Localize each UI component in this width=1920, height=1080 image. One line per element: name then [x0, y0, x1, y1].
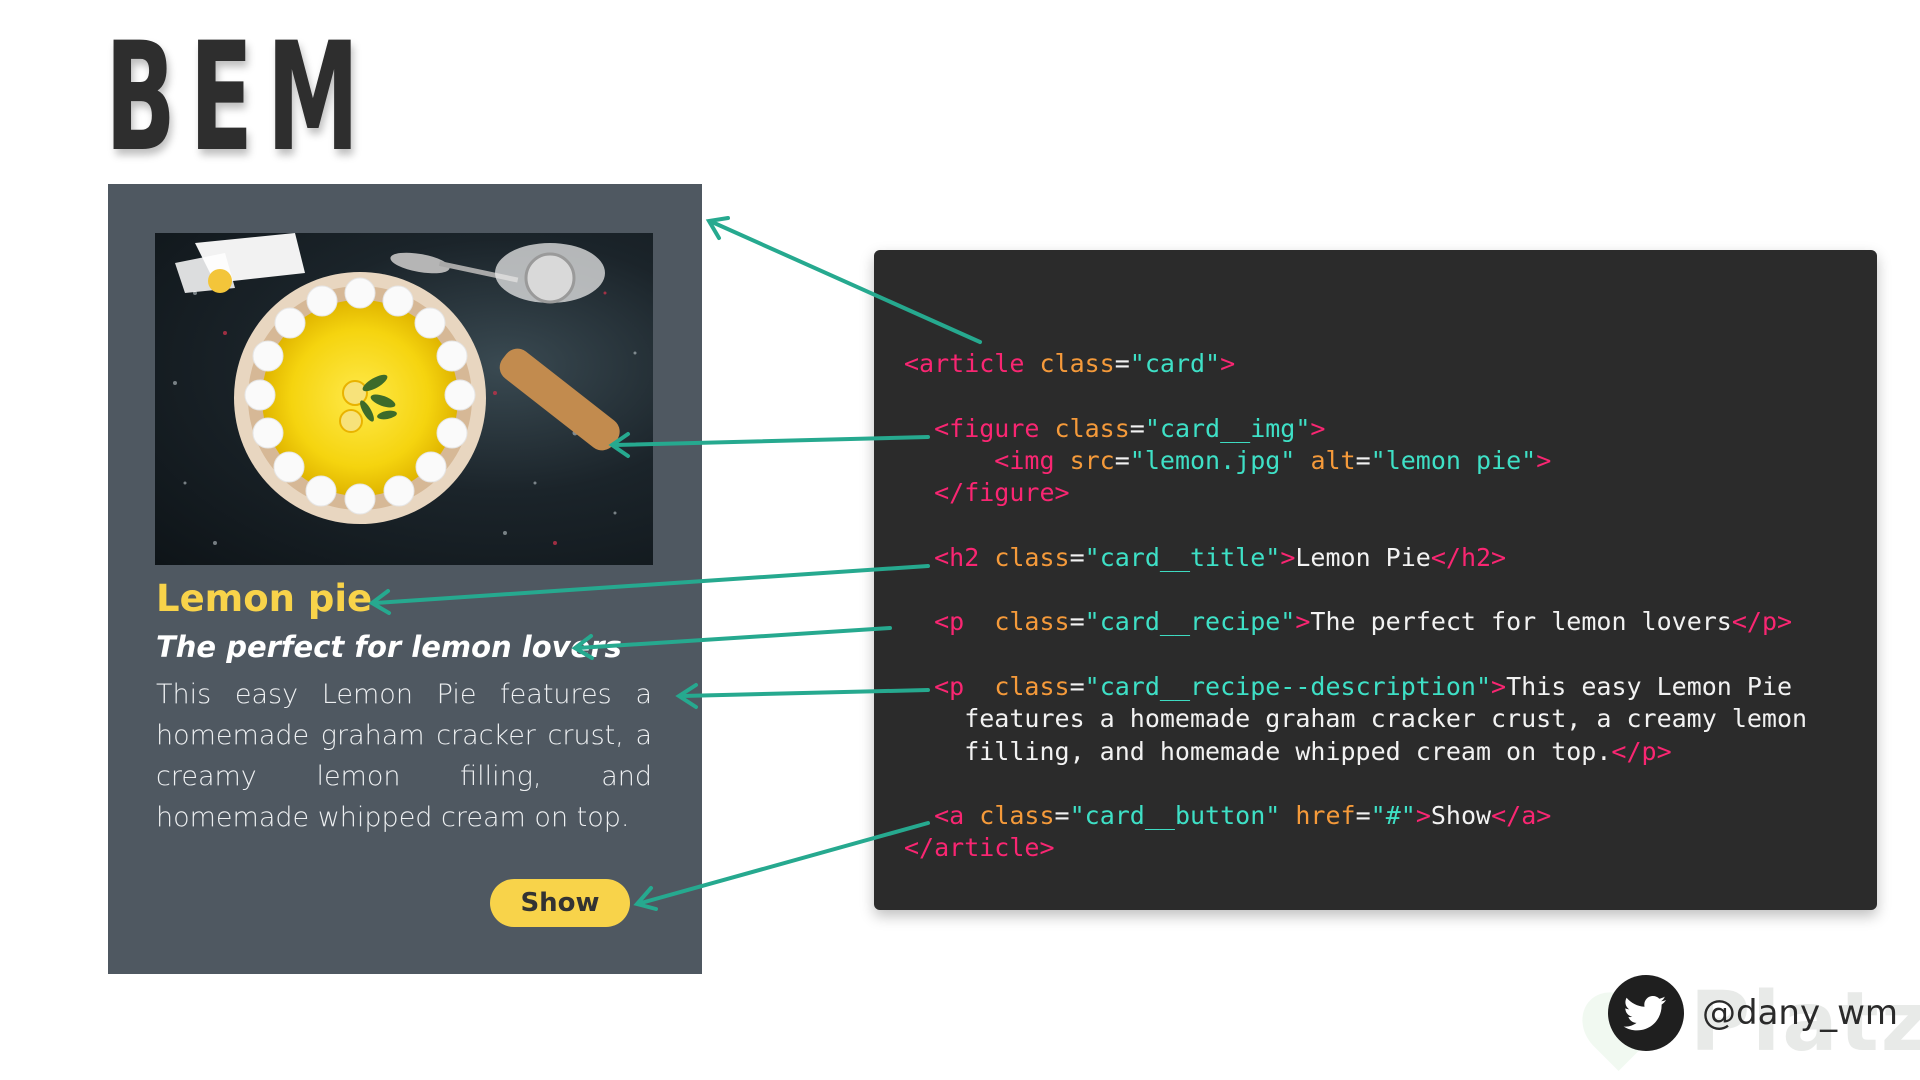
card-recipe-description: This easy Lemon Pie features a homemade … [156, 679, 652, 833]
code-token: > [1295, 607, 1311, 637]
code-token: = [1069, 607, 1085, 637]
code-token: > [1220, 349, 1236, 378]
code-token: class [1039, 349, 1115, 378]
code-token: = [1069, 542, 1085, 572]
slide-title: BEM [105, 11, 373, 185]
lemon-pie-photo [173, 233, 637, 545]
code-token: <article [904, 349, 1040, 378]
code-token: class [994, 607, 1070, 637]
code-token: "card__recipe" [1084, 607, 1296, 637]
code-token: = [1114, 445, 1130, 475]
code-token: > [1415, 801, 1431, 831]
code-token: Lemon Pie [1295, 542, 1431, 572]
card-recipe: The perfect for lemon lovers [156, 630, 622, 664]
show-button[interactable]: Show [490, 879, 630, 927]
code-token [1295, 446, 1310, 475]
code-token: </p> [1731, 607, 1793, 637]
code-token: "lemon pie" [1370, 445, 1537, 475]
code-token: = [1069, 671, 1085, 701]
code-line: filling, and homemade whipped cream on t… [904, 736, 1672, 766]
code-token: "#" [1370, 801, 1416, 831]
code-token: = [1054, 801, 1070, 831]
code-line: </figure> [904, 478, 1070, 508]
code-line: </article> [904, 833, 1055, 862]
twitter-handle: @dany_wm [1702, 993, 1899, 1033]
platzi-watermark: Platzi [1690, 975, 1920, 1070]
code-panel: <article class="card"> <figure class="ca… [874, 250, 1877, 910]
code-token: = [1355, 801, 1371, 831]
code-line: features a homemade graham cracker crust… [904, 704, 1807, 733]
code-token: "card__recipe--description" [1084, 671, 1492, 701]
code-token: <p [904, 671, 995, 701]
card-image [155, 233, 653, 565]
code-token: <img [904, 445, 1070, 475]
code-line: <p class="card__recipe--description">Thi… [904, 672, 1792, 701]
code-token: "card__button" [1069, 801, 1281, 831]
arrowhead-article [705, 216, 730, 240]
code-token: class [994, 542, 1070, 572]
code-token: </a> [1491, 801, 1552, 831]
code-token: This easy Lemon Pie [1506, 671, 1793, 701]
code-token: = [1114, 349, 1130, 378]
code-token: > [1310, 413, 1326, 443]
code-token: = [1355, 445, 1371, 475]
code-token: <figure [904, 413, 1055, 443]
code-token: features a homemade graham cracker crust… [904, 704, 1808, 734]
card-title: Lemon pie [156, 577, 373, 620]
code-line: <article class="card"> [904, 349, 1235, 378]
code-token: "card__title" [1084, 542, 1281, 572]
code-line: <a class="card__button" href="#">Show</a… [904, 801, 1551, 830]
code-token: filling, and homemade whipped cream on t… [904, 736, 1612, 766]
code-token: </article> [904, 833, 1055, 863]
code-token: href [1295, 801, 1356, 831]
code-line: <h2 class="card__title">Lemon Pie</h2> [904, 543, 1506, 572]
code-token: The perfect for lemon lovers [1310, 607, 1732, 637]
code-token: Show [1430, 801, 1492, 831]
code-token: </figure> [904, 478, 1070, 508]
code-line: <figure class="card__img"> [904, 414, 1325, 443]
code-token: </h2> [1430, 542, 1507, 572]
code-token: <a [904, 801, 980, 831]
code-token: alt [1310, 445, 1356, 475]
code-token: "card__img" [1144, 413, 1311, 443]
code-token: "card" [1129, 349, 1221, 378]
code-token: class [994, 671, 1070, 701]
twitter-bird-icon [1608, 975, 1684, 1051]
card: Lemon pie The perfect for lemon lovers T… [108, 184, 702, 974]
code-token: <p [904, 607, 995, 637]
code-token: > [1280, 542, 1296, 572]
code-token: src [1069, 445, 1115, 475]
code-token [1280, 801, 1295, 830]
code-token: "lemon.jpg" [1129, 445, 1296, 475]
code-line: <p class="card__recipe">The perfect for … [904, 607, 1792, 636]
code-token: <h2 [904, 542, 995, 572]
code-block: <article class="card"> <figure class="ca… [904, 348, 1807, 865]
code-token: = [1129, 413, 1145, 443]
code-line: <img src="lemon.jpg" alt="lemon pie"> [904, 446, 1551, 475]
code-token: > [1536, 445, 1552, 475]
code-token: class [1054, 413, 1130, 443]
code-token: </p> [1611, 736, 1672, 766]
code-token: class [979, 801, 1055, 831]
code-token: > [1491, 671, 1507, 701]
